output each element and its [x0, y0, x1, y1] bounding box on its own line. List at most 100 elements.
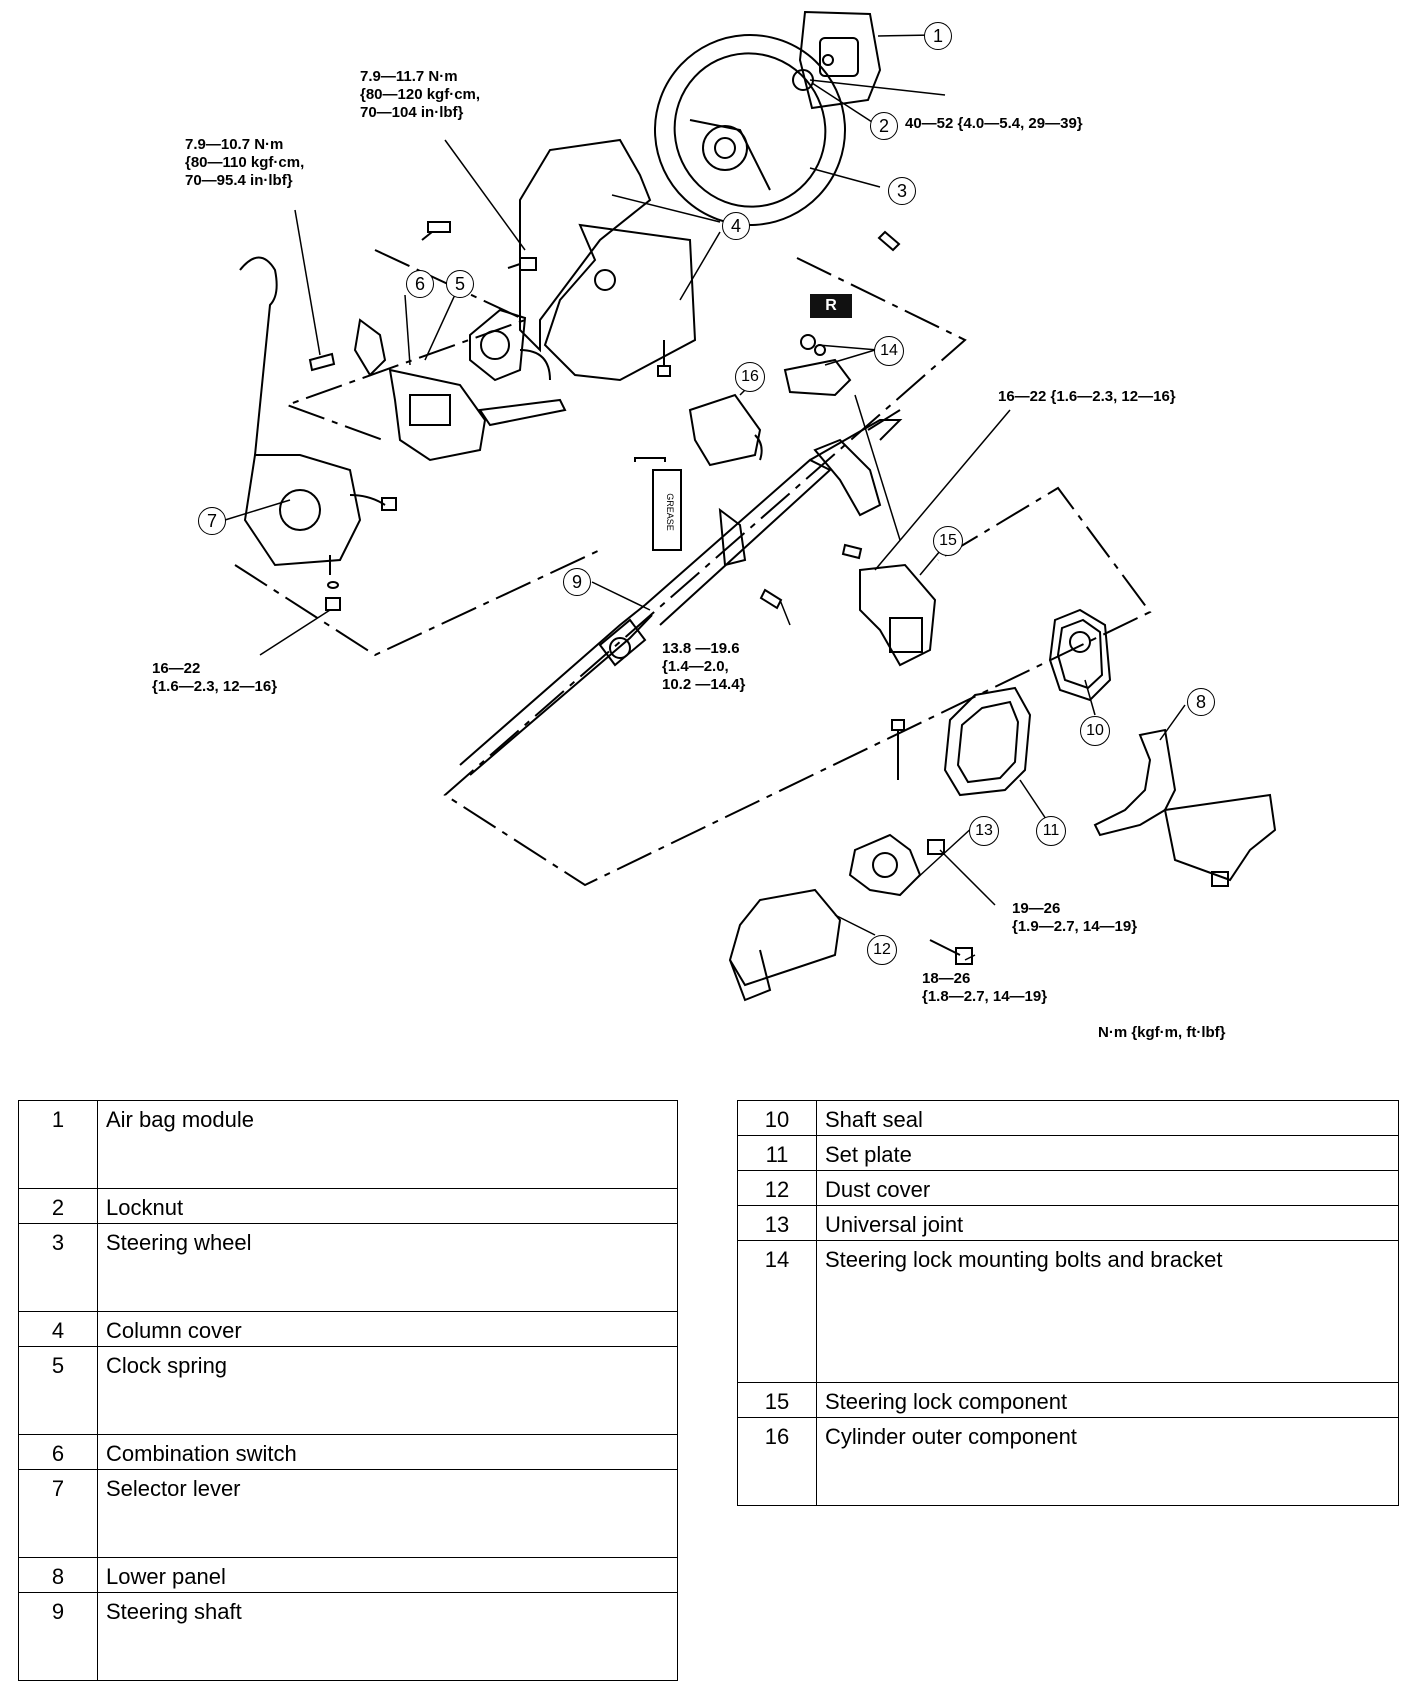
- part-name: Locknut: [97, 1188, 678, 1224]
- part-name: Shaft seal: [816, 1100, 1399, 1136]
- part-name: Steering lock component: [816, 1382, 1399, 1418]
- callout-14: 14: [874, 336, 904, 366]
- column-cover: [519, 138, 697, 382]
- torque-shaft-bolt: 13.8 —19.6 {1.4—2.0, 10.2 —14.4}: [662, 640, 746, 693]
- grease-label: GREASE: [665, 493, 675, 531]
- part-name: Dust cover: [816, 1170, 1399, 1206]
- callout-10: 10: [1080, 716, 1110, 746]
- callout-3: 3: [888, 177, 916, 205]
- part-number: 6: [18, 1434, 98, 1470]
- callout-2: 2: [870, 112, 898, 140]
- clock-spring: [469, 308, 551, 382]
- part-number: 5: [18, 1346, 98, 1435]
- part-name: Cylinder outer component: [816, 1417, 1399, 1506]
- part-number: 10: [737, 1100, 817, 1136]
- combination-switch: [353, 318, 567, 462]
- part-name: Combination switch: [97, 1434, 678, 1470]
- torque-combination-switch-top: 7.9—11.7 N·m {80—120 kgf·cm, 70—104 in·l…: [360, 68, 481, 121]
- selector-lever: [239, 256, 397, 567]
- part-name: Lower panel: [97, 1557, 678, 1593]
- column-mount-bolts: [759, 543, 863, 610]
- torque-locknut: 40—52 {4.0—5.4, 29—39}: [905, 115, 1083, 132]
- part-number: 3: [18, 1223, 98, 1312]
- part-number: 4: [18, 1311, 98, 1347]
- steering-shaft: [459, 409, 903, 776]
- exploded-steering-column-diagram: GREASE: [224, 10, 1277, 1002]
- callout-16: 16: [735, 362, 765, 392]
- callout-11: 11: [1036, 816, 1066, 846]
- part-name: Set plate: [816, 1135, 1399, 1171]
- torque-selector-lever: 16—22 {1.6—2.3, 12—16}: [152, 660, 278, 695]
- part-name: Steering lock mounting bolts and bracket: [816, 1240, 1399, 1383]
- part-number: 7: [18, 1469, 98, 1558]
- part-number: 15: [737, 1382, 817, 1418]
- universal-joint: [848, 719, 973, 965]
- torque-units-note: N·m {kgf·m, ft·lbf}: [1098, 1024, 1226, 1041]
- callout-12: 12: [867, 935, 897, 965]
- callout-4: 4: [722, 212, 750, 240]
- part-number: 14: [737, 1240, 817, 1383]
- air-bag-module: [798, 10, 882, 110]
- callout-6: 6: [406, 270, 434, 298]
- torque-universal-joint-bolt: 18—26 {1.8—2.7, 14—19}: [922, 970, 1048, 1005]
- part-number: 9: [18, 1592, 98, 1681]
- steering-wheel: [654, 34, 846, 226]
- part-name: Air bag module: [97, 1100, 678, 1189]
- column-cover-screw: [657, 340, 671, 377]
- part-name: Column cover: [97, 1311, 678, 1347]
- callout-7: 7: [198, 507, 226, 535]
- part-name: Steering shaft: [97, 1592, 678, 1681]
- shaft-seal: [1048, 608, 1112, 702]
- part-name: Universal joint: [816, 1205, 1399, 1241]
- torque-combination-switch-left: 7.9—10.7 N·m {80—110 kgf·cm, 70—95.4 in·…: [185, 136, 305, 189]
- part-number: 13: [737, 1205, 817, 1241]
- selector-lever-nut: [325, 555, 341, 611]
- callout-9: 9: [563, 568, 591, 596]
- steering-lock-bracket: [783, 334, 852, 397]
- grease-tube: GREASE: [634, 457, 682, 551]
- part-number: 16: [737, 1417, 817, 1506]
- callout-5: 5: [446, 270, 474, 298]
- callout-13: 13: [969, 816, 999, 846]
- dust-cover: [728, 888, 842, 1002]
- set-plate: [943, 686, 1032, 797]
- replace-mark: R: [810, 294, 852, 318]
- part-number: 1: [18, 1100, 98, 1189]
- lower-panel: [1093, 728, 1277, 887]
- part-name: Steering wheel: [97, 1223, 678, 1312]
- part-number: 11: [737, 1135, 817, 1171]
- steering-lock-component: [859, 563, 937, 667]
- part-number: 12: [737, 1170, 817, 1206]
- torque-steering-lock-bracket: 16—22 {1.6—2.3, 12—16}: [998, 388, 1176, 405]
- part-number: 8: [18, 1557, 98, 1593]
- part-name: Selector lever: [97, 1469, 678, 1558]
- cylinder-outer-component: [688, 393, 763, 467]
- combination-switch-bolts: [308, 221, 537, 372]
- callout-1: 1: [924, 22, 952, 50]
- callout-8: 8: [1187, 688, 1215, 716]
- part-name: Clock spring: [97, 1346, 678, 1435]
- torque-universal-joint-nut: 19—26 {1.9—2.7, 14—19}: [1012, 900, 1138, 935]
- wheel-bolt: [877, 230, 901, 252]
- dashed-frame-column: [234, 249, 1152, 887]
- part-number: 2: [18, 1188, 98, 1224]
- callout-15: 15: [933, 526, 963, 556]
